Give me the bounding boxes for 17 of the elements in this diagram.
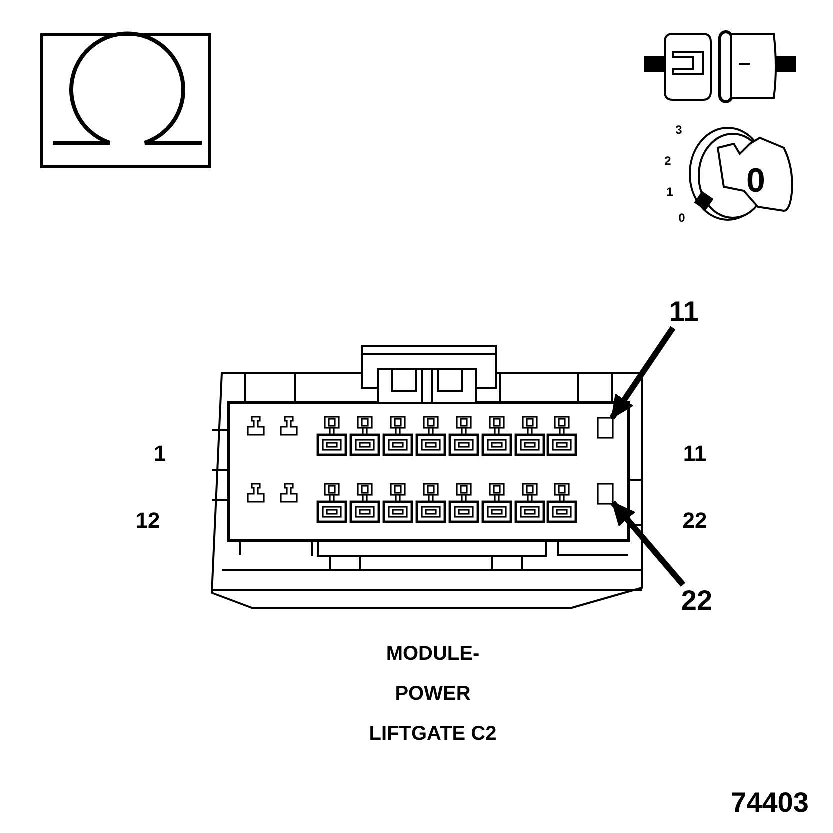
connector-caption: MODULE- POWER LIFTGATE C2: [368, 642, 498, 747]
position-number: 0: [678, 212, 686, 224]
pin-number: 12: [136, 510, 160, 532]
position-number: 2: [664, 155, 672, 167]
figure-number: 74403: [731, 789, 809, 817]
terminal-pin: [597, 483, 614, 505]
pin-number: 1: [154, 443, 166, 465]
pin-number: 11: [683, 443, 707, 465]
position-number: 3: [676, 124, 682, 136]
terminal-pin: [597, 417, 614, 439]
position-number: 1: [666, 186, 674, 198]
key-position-text: 0: [746, 164, 766, 198]
callout-number: 11: [665, 296, 703, 328]
leader-arrow: [610, 326, 676, 420]
pin-number: 22: [682, 510, 708, 532]
leader-arrow: [610, 500, 686, 587]
callout-number: 22: [677, 585, 717, 617]
